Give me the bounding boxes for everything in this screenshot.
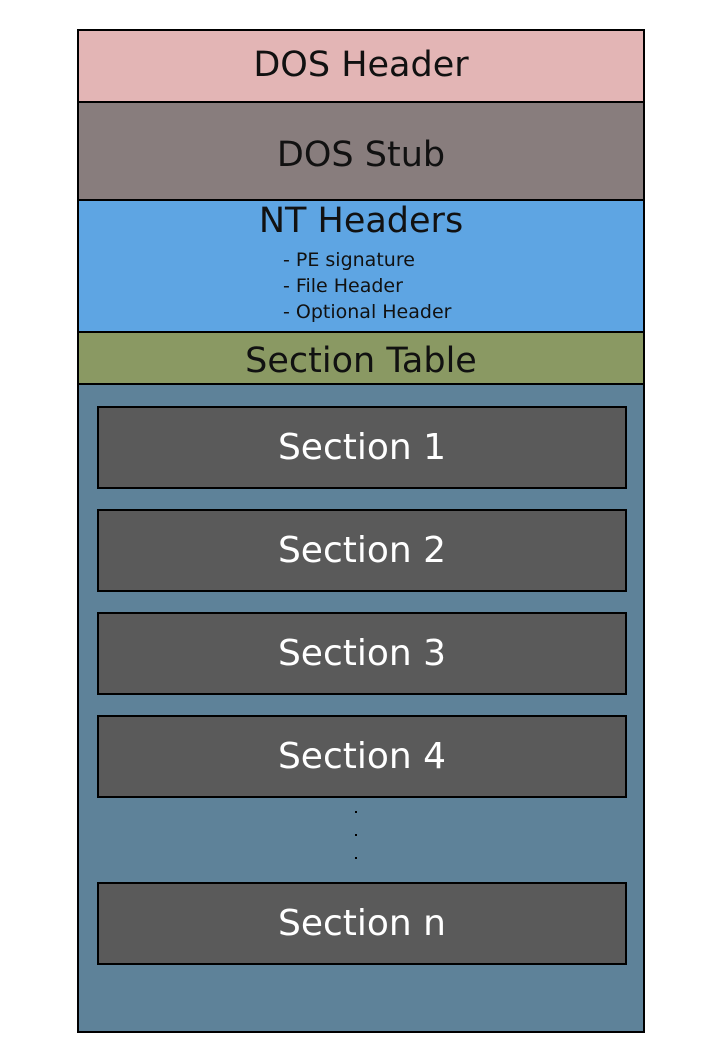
nt-headers-item-optional-header: - Optional Header	[283, 301, 452, 323]
section-table-label: Section Table	[245, 341, 477, 381]
section-2-label: Section 2	[277, 530, 447, 571]
dos-stub-label: DOS Stub	[276, 135, 446, 175]
nt-headers-title: NT Headers	[258, 201, 464, 241]
section-n-label: Section n	[277, 903, 446, 944]
ellipsis-dot	[355, 834, 357, 836]
section-1-label: Section 1	[277, 427, 447, 468]
ellipsis-dot	[355, 811, 357, 813]
section-3-label: Section 3	[277, 633, 447, 674]
nt-headers-item-file-header: - File Header	[283, 275, 403, 297]
dos-header-block: DOS Header	[79, 31, 643, 103]
nt-headers-item-pe-signature: - PE signature	[283, 249, 415, 271]
section-table-block: Section Table	[79, 333, 643, 385]
ellipsis-dot	[355, 857, 357, 859]
section-1-block: Section 1	[97, 406, 627, 489]
dos-header-label: DOS Header	[253, 45, 469, 85]
section-n-block: Section n	[97, 882, 627, 965]
nt-headers-list: - PE signature - File Header - Optional …	[283, 247, 451, 325]
nt-headers-block: NT Headers - PE signature - File Header …	[79, 201, 643, 333]
section-4-block: Section 4	[97, 715, 627, 798]
section-2-block: Section 2	[97, 509, 627, 592]
dos-stub-block: DOS Stub	[79, 103, 643, 201]
pe-file-structure-diagram: DOS Header DOS Stub NT Headers - PE sign…	[77, 29, 645, 1033]
vertical-ellipsis-icon	[355, 811, 357, 871]
section-4-label: Section 4	[277, 736, 447, 777]
section-3-block: Section 3	[97, 612, 627, 695]
